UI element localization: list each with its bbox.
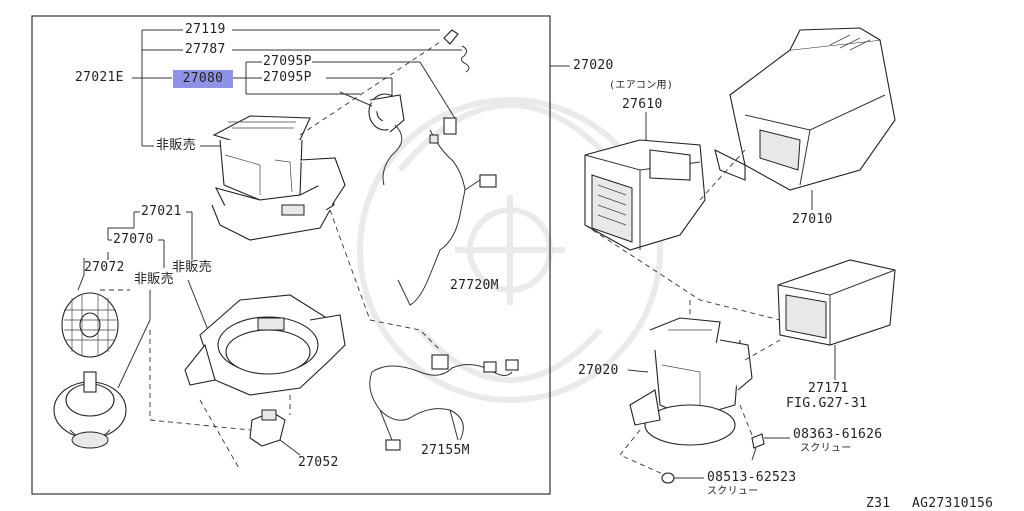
label-27610[interactable]: 27610 bbox=[622, 97, 663, 112]
label-27080-highlighted[interactable]: 27080 bbox=[173, 70, 233, 88]
actuator-motor bbox=[339, 91, 405, 133]
label-fig-ref[interactable]: FIG.G27-31 bbox=[786, 396, 868, 411]
label-27787[interactable]: 27787 bbox=[185, 42, 226, 57]
label-screw-2: スクリュー bbox=[707, 486, 759, 497]
label-27171[interactable]: 27171 bbox=[808, 381, 849, 396]
cooling-unit-27610 bbox=[584, 112, 706, 251]
spring-rod bbox=[299, 29, 470, 136]
document-id: AG27310156 bbox=[912, 496, 994, 511]
label-27010[interactable]: 27010 bbox=[792, 212, 833, 227]
assembly-guides bbox=[100, 209, 441, 471]
screw-08363 bbox=[751, 433, 790, 461]
screw-08513 bbox=[661, 472, 704, 484]
label-aircon-note: (エアコン用) bbox=[609, 80, 674, 91]
label-27020-assy[interactable]: 27020 bbox=[578, 363, 619, 378]
label-27095p-upper[interactable]: 27095P bbox=[263, 54, 312, 69]
label-screw-1: スクリュー bbox=[800, 443, 852, 454]
filter-27171 bbox=[777, 259, 896, 380]
harness-27720m bbox=[382, 117, 497, 306]
blower-motor bbox=[53, 371, 127, 449]
label-27070[interactable]: 27070 bbox=[113, 232, 154, 247]
resistor-27052 bbox=[249, 409, 301, 456]
label-27021[interactable]: 27021 bbox=[141, 204, 182, 219]
blower-fan bbox=[61, 292, 119, 358]
blower-housing-lower bbox=[184, 294, 346, 396]
intake-housing-upper bbox=[211, 115, 346, 241]
left-frame bbox=[31, 15, 551, 495]
label-27021e[interactable]: 27021E bbox=[75, 70, 124, 85]
intake-assy-27020 bbox=[627, 317, 753, 446]
label-27020-top[interactable]: 27020 bbox=[573, 58, 614, 73]
tree-lines-left bbox=[77, 211, 211, 389]
label-not-for-sale-2: 非販売 bbox=[172, 260, 212, 275]
label-27095p-lower[interactable]: 27095P bbox=[263, 70, 312, 85]
label-08363-61626[interactable]: 08363-61626 bbox=[793, 427, 883, 442]
heater-unit-27010 bbox=[714, 27, 896, 210]
label-not-for-sale-1: 非販売 bbox=[156, 138, 196, 153]
watermark-emblem bbox=[357, 97, 663, 403]
label-27052[interactable]: 27052 bbox=[298, 455, 339, 470]
right-assembly-guides bbox=[584, 149, 781, 476]
label-not-for-sale-3: 非販売 bbox=[134, 272, 174, 287]
label-27119[interactable]: 27119 bbox=[185, 22, 226, 37]
label-27720m[interactable]: 27720M bbox=[450, 278, 499, 293]
page-code: Z31 bbox=[866, 496, 891, 511]
harness-27155m bbox=[369, 354, 519, 451]
label-27155m[interactable]: 27155M bbox=[421, 443, 470, 458]
label-27072[interactable]: 27072 bbox=[84, 260, 125, 275]
label-08513-62523[interactable]: 08513-62523 bbox=[707, 470, 797, 485]
